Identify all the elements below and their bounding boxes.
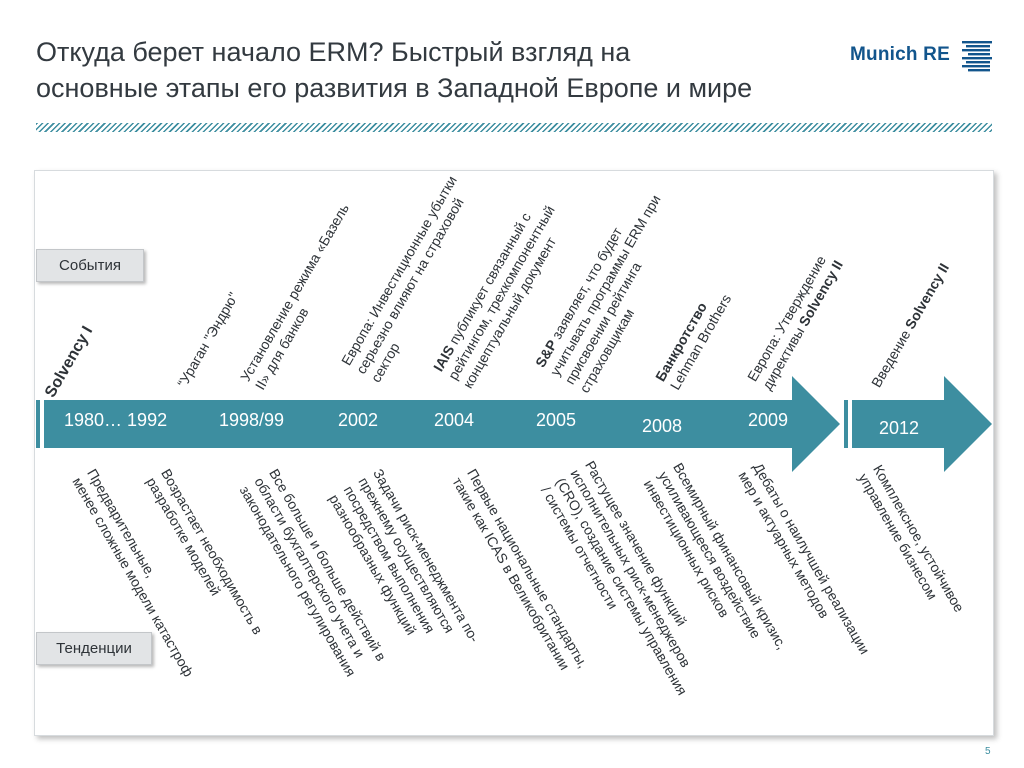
page-number: 5 [985,746,991,757]
timeline-arrow [36,376,992,472]
events-label: События [36,249,144,282]
year-2009: 2009 [748,410,789,430]
year-2012: 2012 [879,418,920,438]
hatched-divider [36,123,992,132]
year-2008: 2008 [642,416,683,436]
logo-mark-icon [962,41,992,72]
year-2005: 2005 [536,410,577,430]
timeline-start-tick [36,400,40,448]
title-line-1: Откуда берет начало ERM? Быстрый взгляд … [36,37,631,67]
trends-label-text: Тенденции [56,640,132,657]
logo-text: Munich RE [850,44,950,65]
title-line-2: основные этапы его развития в Западной Е… [36,73,753,103]
year-2002: 2002 [338,410,379,430]
timeline-arrow-main [44,376,840,472]
trends-label: Тенденции [36,632,152,665]
year-1998-99: 1998/99 [219,410,285,430]
year-2004: 2004 [434,410,475,430]
munich-re-logo: Munich RE [850,40,1010,72]
page-title: Откуда берет начало ERM? Быстрый взгляд … [36,34,836,106]
timeline-panel [34,170,994,736]
year-1980-1992: 1980… 1992 [64,410,168,430]
timeline-arrow-tail [852,376,992,472]
events-label-text: События [59,257,121,274]
timeline-break-tick [844,400,848,448]
